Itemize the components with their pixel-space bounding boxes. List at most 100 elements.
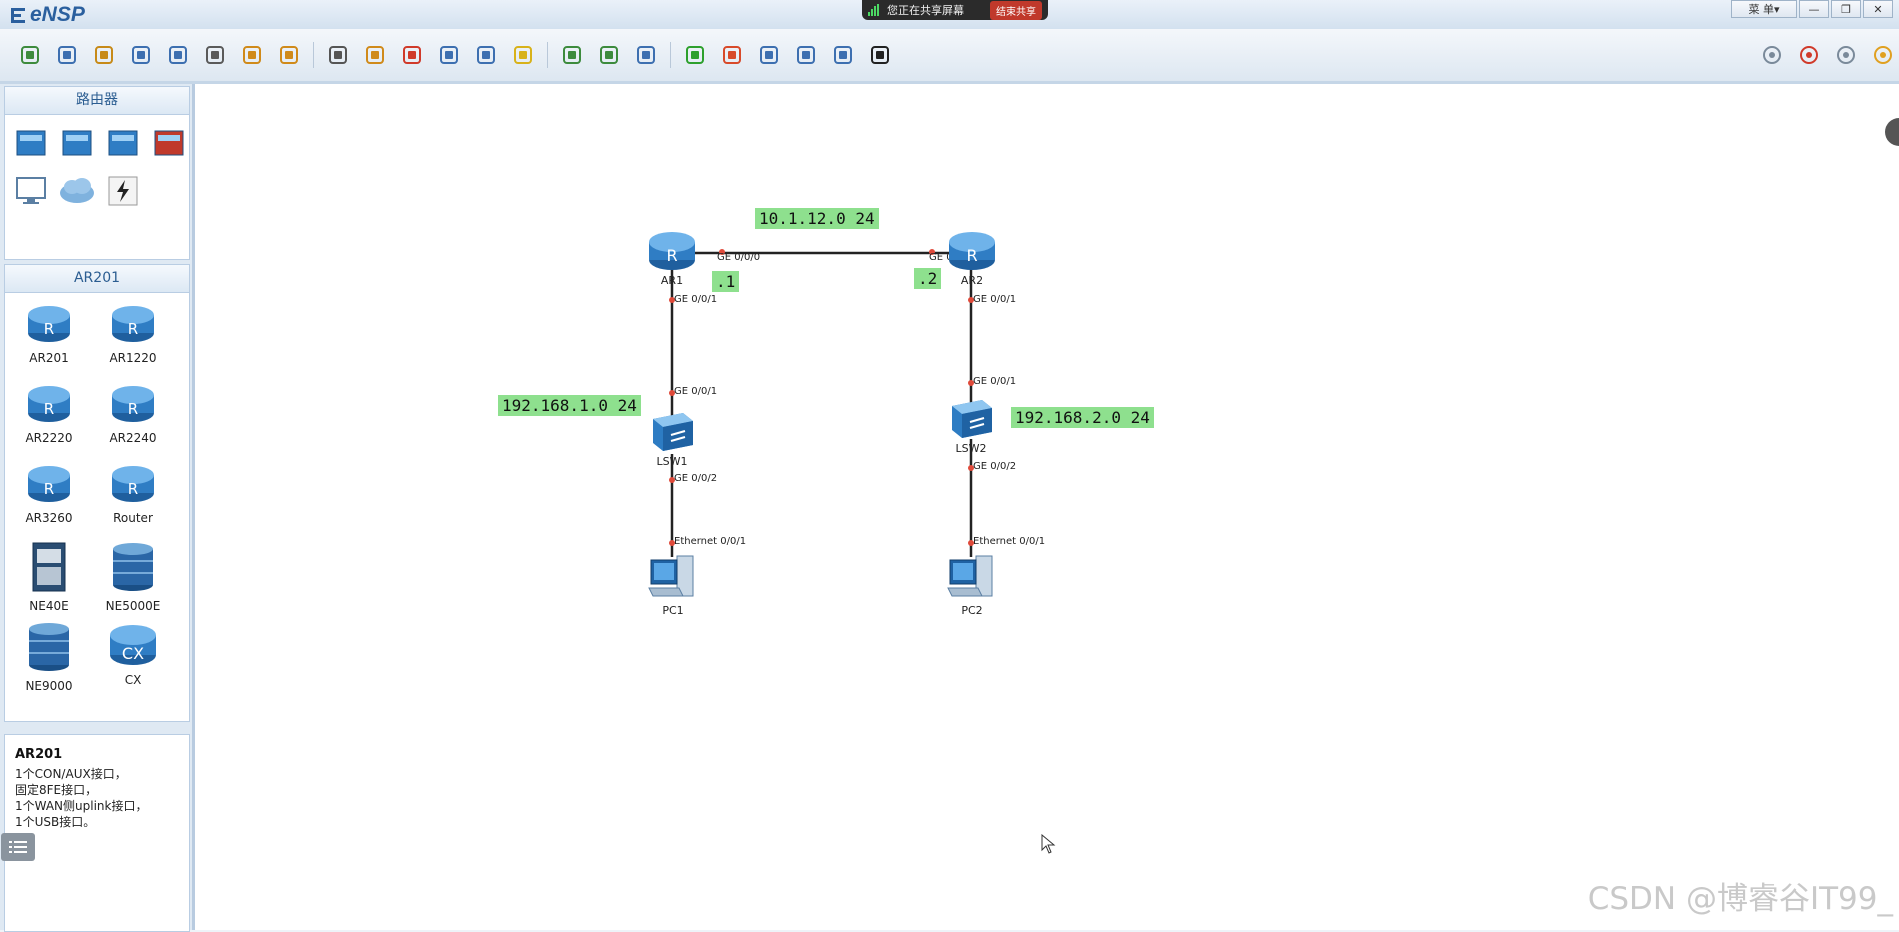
undo-icon[interactable]	[236, 40, 268, 70]
router-category-icon[interactable]	[9, 123, 53, 163]
node-label: LSW1	[656, 455, 688, 468]
restore-button[interactable]: ❐	[1831, 0, 1861, 18]
category-title: 路由器	[5, 87, 189, 115]
node-pc1[interactable]: PC1	[647, 552, 699, 617]
help-icon[interactable]	[1867, 40, 1899, 70]
wlan-category-icon[interactable]	[101, 123, 145, 163]
app-title: eNSP	[30, 3, 85, 26]
zoom-out-icon[interactable]	[593, 40, 625, 70]
fit-icon[interactable]	[630, 40, 662, 70]
port-label: GE 0/0/0	[717, 252, 761, 263]
node-label: LSW2	[955, 442, 987, 455]
list-toggle-button[interactable]	[1, 833, 35, 861]
router-icon: R	[110, 381, 156, 429]
save-as-icon[interactable]	[162, 40, 194, 70]
network-tag[interactable]: 10.1.12.0 24	[755, 208, 879, 229]
node-lsw2[interactable]: LSW2	[948, 396, 994, 455]
stop-share-button[interactable]: 结束共享	[990, 0, 1042, 20]
display-grid-icon[interactable]	[827, 40, 859, 70]
device-item[interactable]: R AR2240	[91, 381, 175, 459]
network-tag[interactable]: 192.168.2.0 24	[1011, 407, 1154, 428]
panel-collapse-button[interactable]	[1885, 118, 1899, 146]
port-dot	[669, 540, 675, 546]
save-icon[interactable]	[125, 40, 157, 70]
switch-category-icon[interactable]	[55, 123, 99, 163]
device-info-line: 1个CON/AUX接口，	[15, 767, 127, 781]
node-ar2[interactable]: R AR2	[947, 228, 997, 287]
port-dot	[968, 297, 974, 303]
toolbar-separator	[547, 42, 548, 68]
switch-icon	[952, 400, 992, 438]
svg-text:CX: CX	[122, 644, 144, 663]
window-controls: 菜 单▾ — ❐ ✕	[1731, 0, 1893, 18]
device-item[interactable]: R AR201	[7, 301, 91, 379]
topology-icon[interactable]	[790, 40, 822, 70]
close-button[interactable]: ✕	[1863, 0, 1893, 18]
port-dot	[669, 297, 675, 303]
menu-button[interactable]: 菜 单▾	[1731, 0, 1797, 18]
ne5000e-icon	[110, 541, 156, 597]
router-icon: R	[949, 232, 995, 270]
node-ar1[interactable]: R AR1	[647, 228, 697, 287]
rectangle-icon[interactable]	[507, 40, 539, 70]
select-icon[interactable]	[322, 40, 354, 70]
port-dot	[929, 249, 935, 255]
pan-hand-icon[interactable]	[359, 40, 391, 70]
text-note-icon[interactable]	[470, 40, 502, 70]
share-status: 您正在共享屏幕	[887, 4, 964, 17]
delete-link-icon[interactable]	[433, 40, 465, 70]
signal-icon	[868, 4, 879, 16]
minimize-button[interactable]: —	[1799, 0, 1829, 18]
device-info-line: 1个USB接口。	[15, 815, 96, 829]
screen-share-bar: 您正在共享屏幕 结束共享	[862, 0, 1048, 20]
node-label: PC1	[662, 604, 684, 617]
topology-canvas[interactable]: GE 0/0/0 GE 0/0/0 GE 0/0/1 GE 0/0/1 GE 0…	[195, 84, 1899, 930]
device-label: AR2240	[109, 431, 157, 445]
device-item[interactable]: NE5000E	[91, 541, 175, 619]
router-icon: R	[26, 301, 72, 349]
start-device-icon[interactable]	[679, 40, 711, 70]
port-dot	[719, 249, 725, 255]
device-label: Router	[113, 511, 153, 525]
zoom-in-icon[interactable]	[556, 40, 588, 70]
cloud-category-icon[interactable]	[55, 171, 99, 211]
new-topology-icon[interactable]	[14, 40, 46, 70]
print-icon[interactable]	[199, 40, 231, 70]
router-icon: R	[26, 461, 72, 509]
stop-device-icon[interactable]	[716, 40, 748, 70]
device-item[interactable]: NE40E	[7, 541, 91, 619]
device-label: NE9000	[25, 679, 73, 693]
device-label: AR201	[29, 351, 69, 365]
watermark: CSDN @博睿谷IT99_	[1587, 881, 1893, 917]
node-lsw1[interactable]: LSW1	[649, 409, 695, 468]
ne9000-icon	[26, 621, 72, 677]
node-pc2[interactable]: PC2	[946, 552, 998, 617]
redo-icon[interactable]	[273, 40, 305, 70]
pc-category-icon[interactable]	[9, 171, 53, 211]
cli-icon[interactable]	[864, 40, 896, 70]
device-item[interactable]: NE9000	[7, 621, 91, 699]
ip-tag[interactable]: .2	[914, 268, 942, 289]
capture-icon[interactable]	[753, 40, 785, 70]
firewall-category-icon[interactable]	[147, 123, 191, 163]
port-label: Ethernet 0/0/1	[973, 536, 1046, 547]
svg-text:R: R	[966, 246, 977, 265]
huawei-icon[interactable]	[1793, 40, 1825, 70]
node-label: AR1	[660, 274, 684, 287]
device-label: AR1220	[109, 351, 157, 365]
ip-tag[interactable]: .1	[712, 271, 740, 292]
network-tag[interactable]: 192.168.1.0 24	[498, 395, 641, 416]
link-category-icon[interactable]	[101, 171, 145, 211]
new-topo-icon[interactable]	[51, 40, 83, 70]
device-label: NE5000E	[105, 599, 161, 613]
settings-icon[interactable]	[1830, 40, 1862, 70]
toolbar-separator	[313, 42, 314, 68]
chat-icon[interactable]	[1756, 40, 1788, 70]
delete-icon[interactable]	[396, 40, 428, 70]
open-icon[interactable]	[88, 40, 120, 70]
